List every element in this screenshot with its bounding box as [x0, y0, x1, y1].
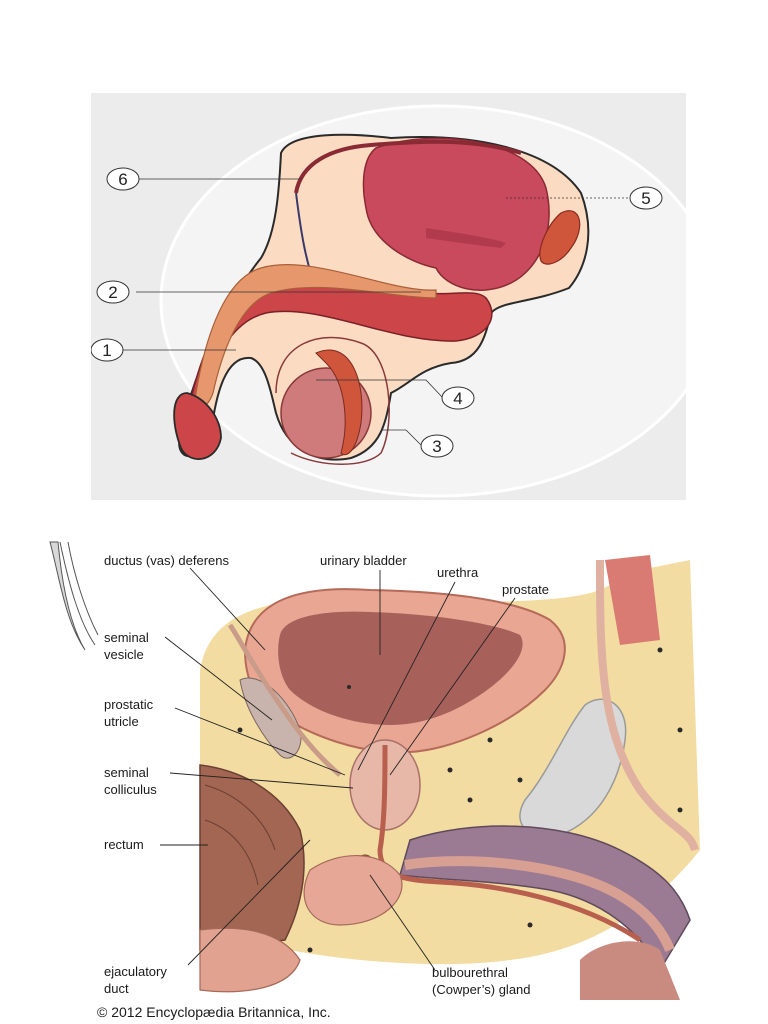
scrotum-detail: [580, 941, 680, 1000]
abdominal-muscle: [605, 555, 660, 645]
simplified-diagram-svg: 6 5 2 1 4 3: [91, 104, 686, 498]
leader-colliculus: [169, 772, 354, 789]
callout-2-text: 2: [108, 283, 117, 302]
callout-3: 3: [420, 434, 454, 458]
callout-4-text: 4: [453, 389, 462, 408]
copyright-notice: © 2012 Encyclopædia Britannica, Inc.: [97, 1004, 331, 1020]
leader-seminal-vesicle: [164, 636, 273, 721]
rectum-fold-1: [204, 784, 276, 851]
label-prostatic-utricle-line2: utricle: [104, 714, 139, 729]
callout-1-text: 1: [102, 341, 111, 360]
callout-4: 4: [441, 386, 475, 410]
label-rectum: rectum: [104, 837, 144, 852]
label-ejaculatory-duct-line1: ejaculatory: [104, 964, 167, 979]
epididymis-shape: [315, 349, 363, 456]
ureter-opening: [347, 685, 351, 689]
label-seminal-colliculus-line1: seminal: [104, 765, 149, 780]
callout-5: 5: [629, 186, 663, 210]
seminal-vesicle-shape: [539, 210, 581, 265]
leader-utricle: [174, 707, 346, 776]
detailed-anatomy-diagram: ductus (vas) deferens urinary bladder ur…: [40, 530, 720, 1000]
callout-6: 6: [106, 167, 140, 191]
anal-sphincter: [199, 927, 301, 993]
abdominal-wall: [596, 559, 699, 852]
leader-ductus: [189, 567, 266, 651]
leader-ejaculatory: [187, 839, 311, 966]
bone-sketch-icon: [49, 541, 99, 651]
bladder-lumen: [278, 611, 523, 725]
label-prostate: prostate: [502, 582, 549, 597]
glans: [173, 392, 222, 460]
label-seminal-vesicle-line1: seminal: [104, 630, 149, 645]
label-urinary-bladder: urinary bladder: [320, 553, 407, 568]
scrotum-outline: [275, 336, 390, 465]
urethra-path: [377, 744, 642, 943]
label-urethra: urethra: [437, 565, 479, 580]
corpus-spongiosum: [404, 856, 675, 952]
leader-line-3: [381, 429, 422, 446]
label-prostatic-utricle-line1: prostatic: [104, 697, 154, 712]
label-bulbourethral-line1: bulbourethral: [432, 965, 508, 980]
label-seminal-colliculus-line2: colliculus: [104, 782, 157, 797]
vas-deferens-tube: [294, 139, 522, 194]
leader-bulbourethral: [369, 874, 436, 971]
callout-1: 1: [91, 338, 124, 362]
leader-prostate: [389, 597, 516, 776]
rectum-shape: [199, 764, 305, 951]
callout-3-text: 3: [432, 437, 441, 456]
callout-2: 2: [96, 280, 130, 304]
label-seminal-vesicle-line2: vesicle: [104, 647, 144, 662]
leader-line-4: [316, 379, 444, 399]
label-bulbourethral-line2: (Cowper’s) gland: [432, 982, 531, 997]
vas-deferens-detail: [227, 623, 342, 777]
label-ductus-deferens: ductus (vas) deferens: [104, 553, 230, 568]
rectum-fold-2: [204, 819, 259, 886]
leader-lines: [160, 567, 516, 971]
simplified-reproductive-diagram: 6 5 2 1 4 3: [91, 93, 686, 500]
label-ejaculatory-duct-line2: duct: [104, 981, 129, 996]
leader-urethra: [357, 581, 456, 771]
detailed-diagram-svg: ductus (vas) deferens urinary bladder ur…: [49, 541, 700, 1000]
bladder-fold: [426, 228, 506, 248]
callout-5-text: 5: [641, 189, 650, 208]
callout-6-text: 6: [118, 170, 127, 189]
